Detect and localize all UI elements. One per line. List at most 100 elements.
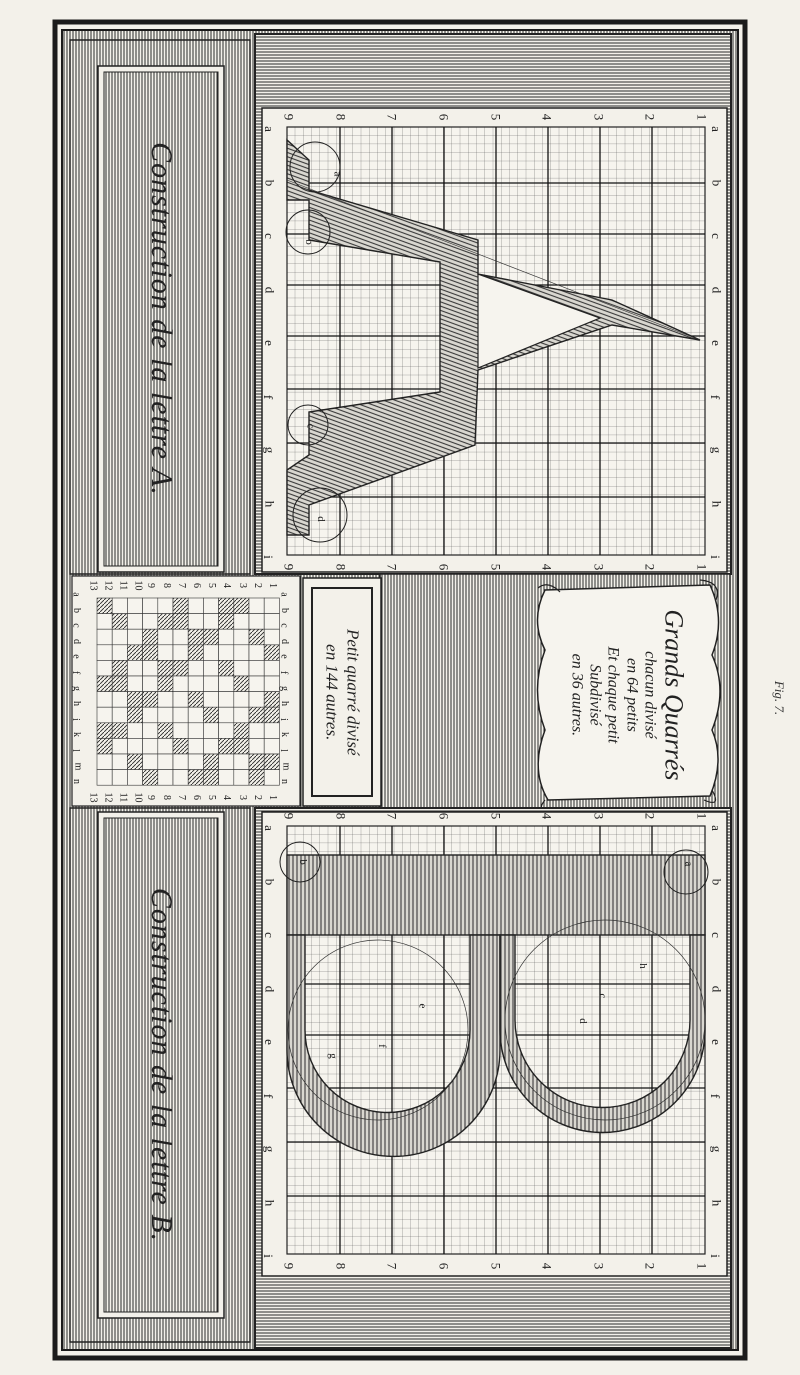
grid-number-left: 1 bbox=[694, 113, 710, 121]
checker-cell bbox=[248, 691, 265, 708]
checker-cell bbox=[157, 613, 174, 630]
checker-cell bbox=[111, 597, 128, 614]
grid-letter-bottom: e bbox=[261, 340, 277, 346]
checker-cell bbox=[111, 769, 128, 786]
checker-cell bbox=[96, 691, 113, 708]
grid-number-right: 1 bbox=[694, 1262, 710, 1270]
checker-cell bbox=[142, 706, 159, 724]
checker-cell bbox=[263, 769, 280, 786]
grid-number-right: 1 bbox=[694, 563, 710, 571]
checker-cell bbox=[111, 613, 128, 630]
grid-number-left: 7 bbox=[384, 812, 400, 820]
grid-number-right: 4 bbox=[539, 563, 555, 571]
small-letter-top: e bbox=[278, 654, 290, 660]
grid-letter-top: b bbox=[709, 878, 725, 885]
checker-cell bbox=[127, 675, 143, 692]
checker-grid bbox=[96, 597, 280, 786]
checker-cell bbox=[96, 644, 113, 661]
small-letter-bottom: f bbox=[70, 670, 82, 675]
checker-cell bbox=[127, 660, 143, 677]
small-letter-bottom: c bbox=[70, 623, 82, 628]
grid-letter-top: i bbox=[707, 1254, 723, 1258]
checker-cell bbox=[233, 628, 250, 646]
grid-letter-bottom: e bbox=[261, 1039, 277, 1045]
checker-cell bbox=[127, 722, 143, 739]
checker-cell bbox=[96, 706, 113, 724]
checker-cell bbox=[248, 706, 265, 724]
small-number-left: 1 bbox=[267, 583, 278, 588]
checker-cell bbox=[233, 706, 250, 724]
checker-cell bbox=[157, 644, 174, 661]
checker-cell bbox=[111, 738, 128, 755]
checker-cell bbox=[218, 628, 235, 646]
small-letter-bottom: k bbox=[71, 732, 82, 738]
construction-letter-a: a bbox=[331, 171, 344, 177]
checker-cell bbox=[233, 722, 250, 739]
checker-cell bbox=[127, 691, 143, 708]
checker-cell bbox=[111, 706, 128, 724]
construction-letter-a: b bbox=[302, 239, 315, 245]
checker-cell bbox=[248, 628, 265, 646]
grid-number-left: 2 bbox=[642, 812, 658, 820]
small-number-left: 9 bbox=[145, 583, 157, 588]
small-number-left: 3 bbox=[236, 583, 248, 588]
checker-cell bbox=[142, 753, 159, 770]
grid-number-left: 1 bbox=[694, 812, 710, 820]
construction-letter-b: g bbox=[326, 1053, 339, 1059]
small-letter-bottom: g bbox=[71, 685, 82, 691]
checker-cell bbox=[233, 691, 250, 708]
checker-cell bbox=[96, 722, 113, 739]
checker-cell bbox=[248, 675, 265, 692]
grid-letter-bottom: g bbox=[262, 1145, 278, 1153]
checker-cell bbox=[203, 675, 219, 692]
small-number-right: 5 bbox=[206, 795, 218, 800]
checker-cell bbox=[172, 738, 189, 755]
checker-cell bbox=[111, 753, 128, 770]
checker-cell bbox=[187, 769, 204, 786]
small-number-right: 8 bbox=[160, 795, 172, 800]
small-number-right: 4 bbox=[221, 795, 233, 800]
checker-cell bbox=[203, 769, 219, 786]
title-b: Construction de la lettre B. bbox=[145, 887, 179, 1243]
checker-cell bbox=[248, 722, 265, 739]
small-number-left: 2 bbox=[251, 583, 263, 588]
checker-cell bbox=[127, 628, 143, 646]
checker-cell bbox=[248, 660, 265, 677]
small-number-left: 13 bbox=[87, 580, 99, 591]
small-letter-bottom: d bbox=[71, 638, 82, 644]
small-number-right: 9 bbox=[145, 795, 157, 800]
grid-letter-bottom: a bbox=[261, 825, 277, 831]
grid-number-right: 3 bbox=[591, 1262, 607, 1270]
checker-cell bbox=[187, 691, 204, 708]
checker-cell bbox=[127, 644, 143, 661]
grid-number-right: 8 bbox=[333, 1262, 349, 1270]
checker-cell bbox=[218, 660, 235, 677]
grid-letter-bottom: h bbox=[262, 500, 278, 507]
small-letter-top: i bbox=[277, 717, 289, 721]
checker-cell bbox=[157, 769, 174, 786]
small-letter-bottom: l bbox=[69, 749, 81, 752]
checker-cell bbox=[263, 628, 280, 646]
checker-cell bbox=[218, 691, 235, 708]
grid-letter-bottom: i bbox=[260, 555, 276, 559]
grid-number-right: 4 bbox=[539, 1262, 555, 1270]
checker-cell bbox=[142, 722, 159, 739]
small-letter-bottom: e bbox=[70, 654, 82, 660]
grid-letter-top: f bbox=[708, 394, 724, 399]
small-number-right: 12 bbox=[102, 792, 114, 803]
checker-cell bbox=[157, 738, 174, 755]
checker-cell bbox=[142, 691, 159, 708]
small-letter-bottom: i bbox=[69, 717, 81, 721]
grid-number-right: 5 bbox=[487, 563, 503, 571]
checker-cell bbox=[96, 753, 113, 770]
grid-number-left: 3 bbox=[591, 812, 607, 820]
checker-cell bbox=[96, 628, 113, 646]
grid-number-left: 5 bbox=[487, 812, 503, 820]
checker-cell bbox=[187, 738, 204, 755]
cartouche-frame bbox=[536, 579, 721, 813]
checker-cell bbox=[187, 706, 204, 724]
checker-cell bbox=[187, 753, 204, 770]
checker-cell bbox=[263, 660, 280, 677]
checker-cell bbox=[172, 706, 189, 724]
grid-number-left: 2 bbox=[642, 113, 658, 121]
